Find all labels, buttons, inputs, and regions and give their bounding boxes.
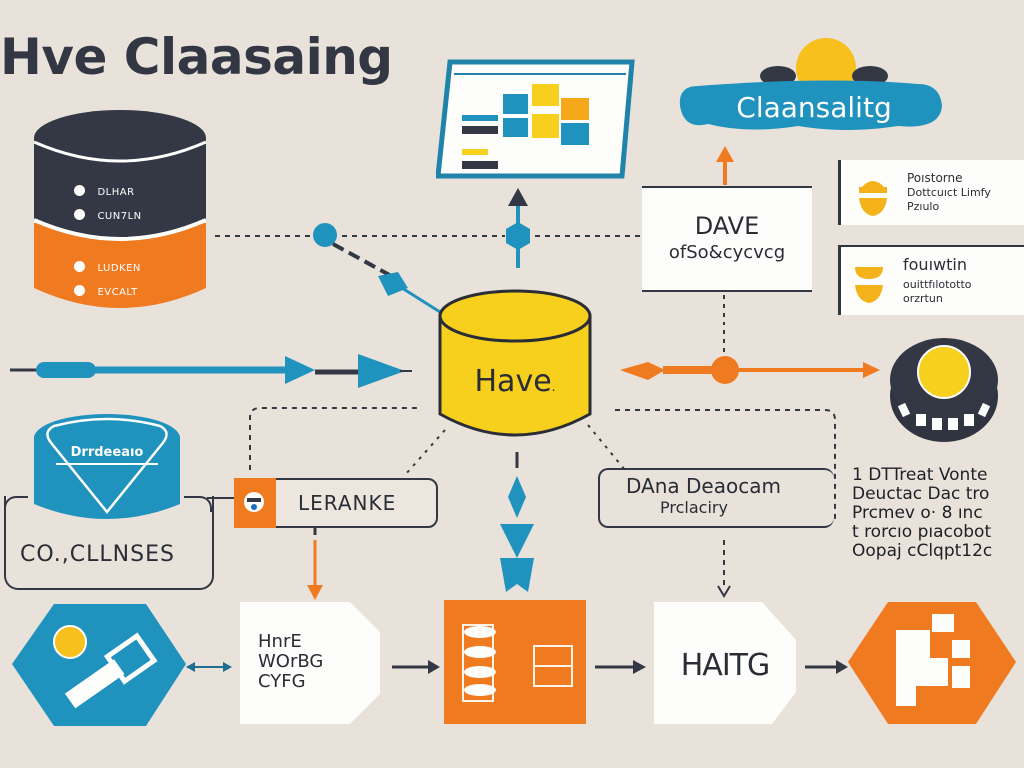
info-card-line: fouıwtin (903, 255, 967, 274)
info-card-line: Pzıulo (907, 200, 940, 213)
yellow-bell-icon (859, 181, 887, 216)
center-db-label: Have. (436, 364, 594, 399)
db-item: DLHAR (74, 182, 135, 200)
data-box-line1: DAna Deaocam (626, 474, 781, 498)
center-database[interactable]: Have. (436, 286, 594, 444)
orange-arrow-left-icon (620, 362, 665, 380)
hexagon-node-icon (506, 222, 530, 250)
orange-node-icon (711, 356, 739, 384)
database-cylinder-icon (438, 289, 592, 437)
lerange-box[interactable]: LERANKE (234, 478, 438, 528)
text-line: Oopaj cClqpt12c (852, 541, 993, 561)
text-line: 1 DTTreat Vonte (852, 465, 988, 485)
group-corner (184, 496, 212, 512)
usb-tool-icon[interactable] (10, 602, 190, 728)
badge-circle (244, 492, 264, 512)
document-icon (240, 602, 380, 724)
diagonal-connector (332, 242, 396, 280)
data-box-line2: Prclaciry (660, 498, 728, 517)
db-item: LUDKEN (74, 258, 141, 276)
database-table-icon[interactable] (444, 600, 586, 724)
info-card-line: ouittfılototto (903, 278, 972, 291)
right-arrow-icon (633, 660, 646, 674)
double-arrow-right-icon (223, 662, 232, 672)
down-arrow-icon (717, 585, 731, 598)
document-card[interactable]: HAITG (654, 602, 796, 724)
db-item: CUN7LN (74, 206, 142, 224)
dave-card[interactable]: DAVE ofSo&cycvcg (642, 186, 812, 292)
bullet-icon (74, 209, 85, 221)
filter-database[interactable]: Drrdeeaıo (32, 412, 182, 532)
doc-line: WOrBG (258, 651, 324, 672)
info-card-line: Poıstorne (907, 171, 963, 185)
info-card-line: orzrtun (903, 292, 943, 305)
right-text-block: 1 DTTreat Vonte Deuctac Dac tro Prcmev o… (852, 466, 1024, 561)
puzzle-blocks-icon[interactable] (846, 600, 1018, 726)
tape-reel-icon[interactable] (888, 334, 1000, 446)
badge-bar (247, 498, 261, 502)
center-db-text: Have (474, 364, 552, 399)
orange-down-arrow-icon (307, 585, 323, 600)
arrow-tail-icon (36, 362, 96, 378)
yellow-bowl-icon (855, 267, 883, 303)
cloud-label: Claansalitg (736, 91, 892, 124)
db-item: EVCALT (74, 282, 138, 300)
right-arrow-icon (428, 660, 440, 674)
blue-diamond-icon (378, 272, 408, 296)
bullet-icon (74, 285, 85, 297)
dave-card-title: DAVE (694, 212, 760, 240)
info-card[interactable]: Poıstorne Dottcuıct Limfy Pzıulo (838, 160, 1024, 225)
info-card[interactable]: fouıwtin ouittfılototto orzrtun (838, 245, 1024, 315)
lerange-label: LERANKE (298, 491, 397, 515)
bullet-icon (74, 185, 85, 197)
page-title: Hve Claasaing (0, 28, 393, 86)
orange-up-arrow-icon (716, 146, 734, 162)
arrow-head-icon (285, 356, 315, 384)
filter-db-label: Drrdeeaıo (70, 445, 144, 460)
down-chevron-icon (500, 524, 534, 558)
blue-diamond-icon (508, 476, 526, 518)
orange-arrow-right-icon (863, 362, 880, 378)
dave-card-subtitle: ofSo&cycvcg (668, 242, 786, 263)
dashboard-screen-icon[interactable] (436, 58, 636, 183)
info-card-line: Dottcuıct Limfy (907, 186, 991, 199)
center-db-mark: . (551, 380, 556, 394)
left-group-box[interactable]: CO.,CLLNSES (4, 496, 214, 590)
sun-cloud-icon (679, 38, 942, 130)
text-line: Prcmev o· 8 ınc (852, 503, 983, 523)
down-chevron-icon (500, 558, 534, 592)
group-corner (4, 496, 28, 512)
doc2-label: HAITG (680, 648, 771, 683)
text-line: Deuctac Dac tro (852, 484, 990, 504)
doc-line: HnrE (258, 631, 302, 652)
badge-dot (251, 504, 257, 510)
bullet-icon (74, 261, 85, 273)
doc-line: CYFG (258, 671, 306, 692)
left-group-label: CO.,CLLNSES (20, 542, 175, 567)
database-cylinder-icon (34, 414, 180, 519)
text-line: t rorcıo pıacobot (852, 522, 992, 542)
badge-icon (234, 478, 276, 528)
right-arrow-icon (836, 660, 848, 674)
double-arrow-left-icon (186, 662, 195, 672)
database-stack[interactable]: DLHAR CUN7LN LUDKEN EVCALT (34, 108, 206, 313)
blue-node-icon (313, 223, 337, 247)
arrow-head-icon (358, 354, 405, 388)
document-card[interactable]: HnrE WOrBG CYFG (240, 602, 380, 724)
diagonal-connector (401, 286, 441, 314)
document-icon (654, 602, 796, 724)
data-box[interactable]: DAna Deaocam Prclaciry (598, 468, 834, 528)
cloud-badge[interactable]: Claansalitg (678, 34, 948, 134)
up-arrow-icon (508, 188, 528, 206)
